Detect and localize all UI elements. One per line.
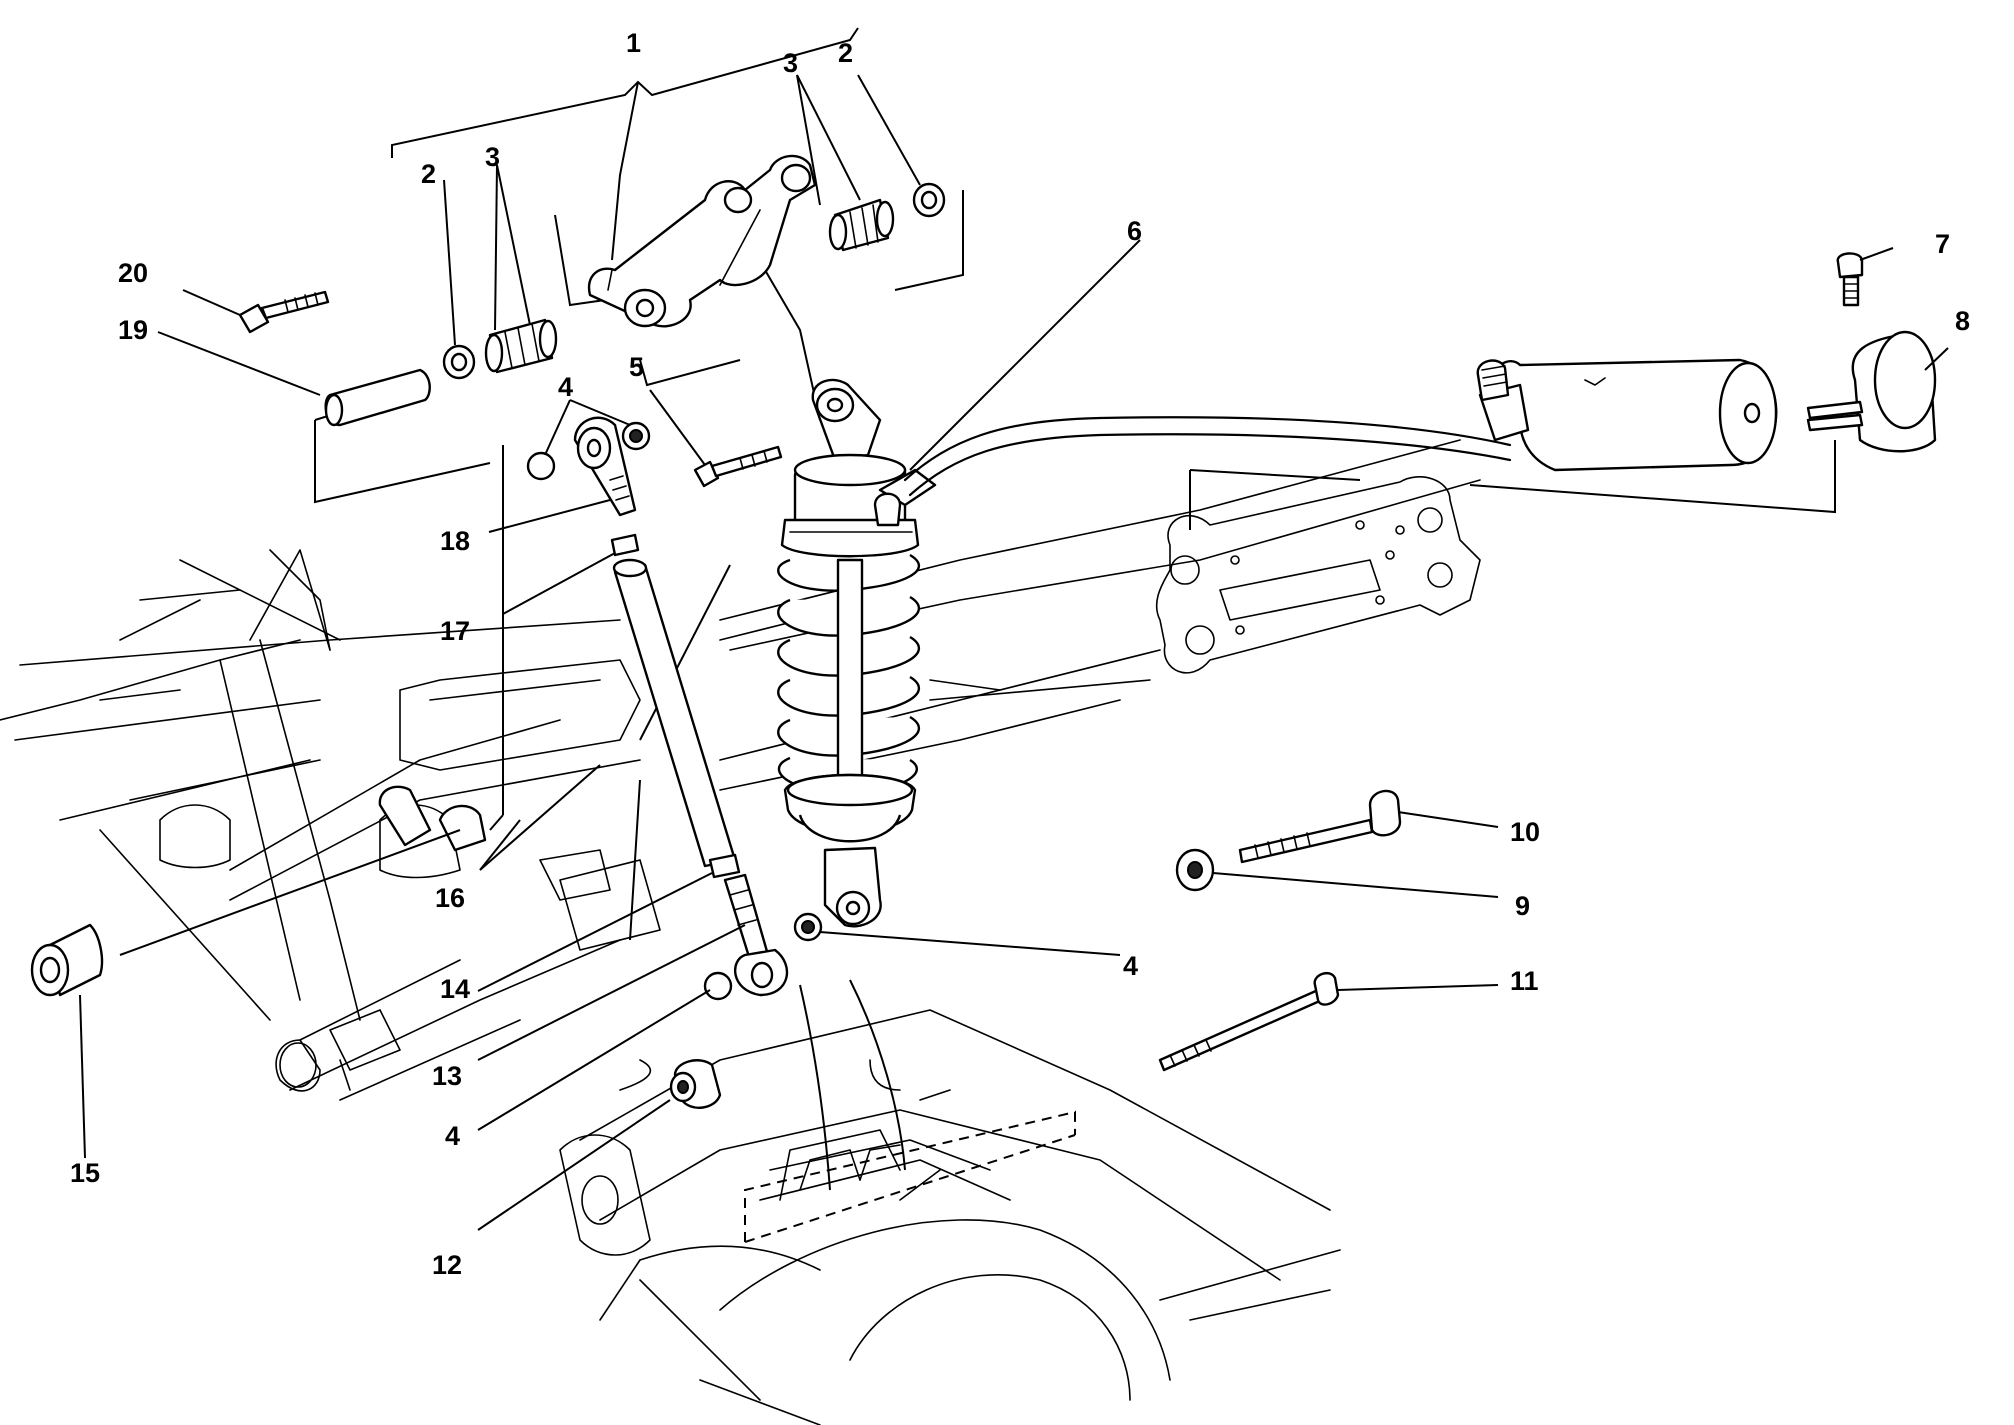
- clamp: [1806, 252, 1937, 453]
- callout-14: 14: [440, 974, 470, 1004]
- callout-13: 13: [432, 1061, 462, 1091]
- callout-12: 12: [432, 1250, 462, 1280]
- callout-4: 4: [558, 372, 573, 402]
- callout-4: 4: [445, 1121, 460, 1151]
- fasteners-right: [1158, 789, 1402, 1072]
- callout-1: 1: [626, 28, 641, 58]
- callout-6: 6: [1127, 216, 1142, 246]
- callout-20: 20: [118, 258, 148, 288]
- callout-11: 11: [1510, 966, 1539, 996]
- bearings-lower: [324, 318, 558, 427]
- callout-3: 3: [485, 142, 500, 172]
- callout-labels: 1 2 2 3 3 4 4 4 5 6 7 8 9 10 11 12 13 14…: [70, 28, 1970, 1280]
- callout-3: 3: [783, 48, 798, 78]
- callout-2: 2: [421, 159, 436, 189]
- callout-9: 9: [1515, 891, 1530, 921]
- bushing-12: [669, 1059, 722, 1109]
- grouping-brackets: [314, 27, 1836, 941]
- tie-rod: [610, 533, 823, 1001]
- bushing-15: [30, 923, 104, 997]
- callout-8: 8: [1955, 306, 1970, 336]
- callout-16: 16: [435, 883, 465, 913]
- rocker-arm: [587, 154, 817, 328]
- shock-absorber: [777, 378, 937, 928]
- bearings-upper: [828, 182, 946, 252]
- reservoir: [903, 358, 1778, 497]
- frame-drawing: [0, 439, 1481, 1425]
- callout-5: 5: [629, 352, 644, 382]
- callout-7: 7: [1935, 229, 1950, 259]
- callout-2: 2: [838, 38, 853, 68]
- callout-4: 4: [1123, 951, 1138, 981]
- callout-17: 17: [440, 616, 470, 646]
- callout-15: 15: [70, 1158, 100, 1188]
- rod-end-upper: [526, 416, 651, 517]
- bolt-5: [693, 445, 783, 488]
- pivot-16: [378, 785, 487, 852]
- callout-18: 18: [440, 526, 470, 556]
- callout-19: 19: [118, 315, 148, 345]
- bolt-20: [238, 290, 330, 334]
- leader-lines: [79, 74, 1949, 1231]
- callout-10: 10: [1510, 817, 1540, 847]
